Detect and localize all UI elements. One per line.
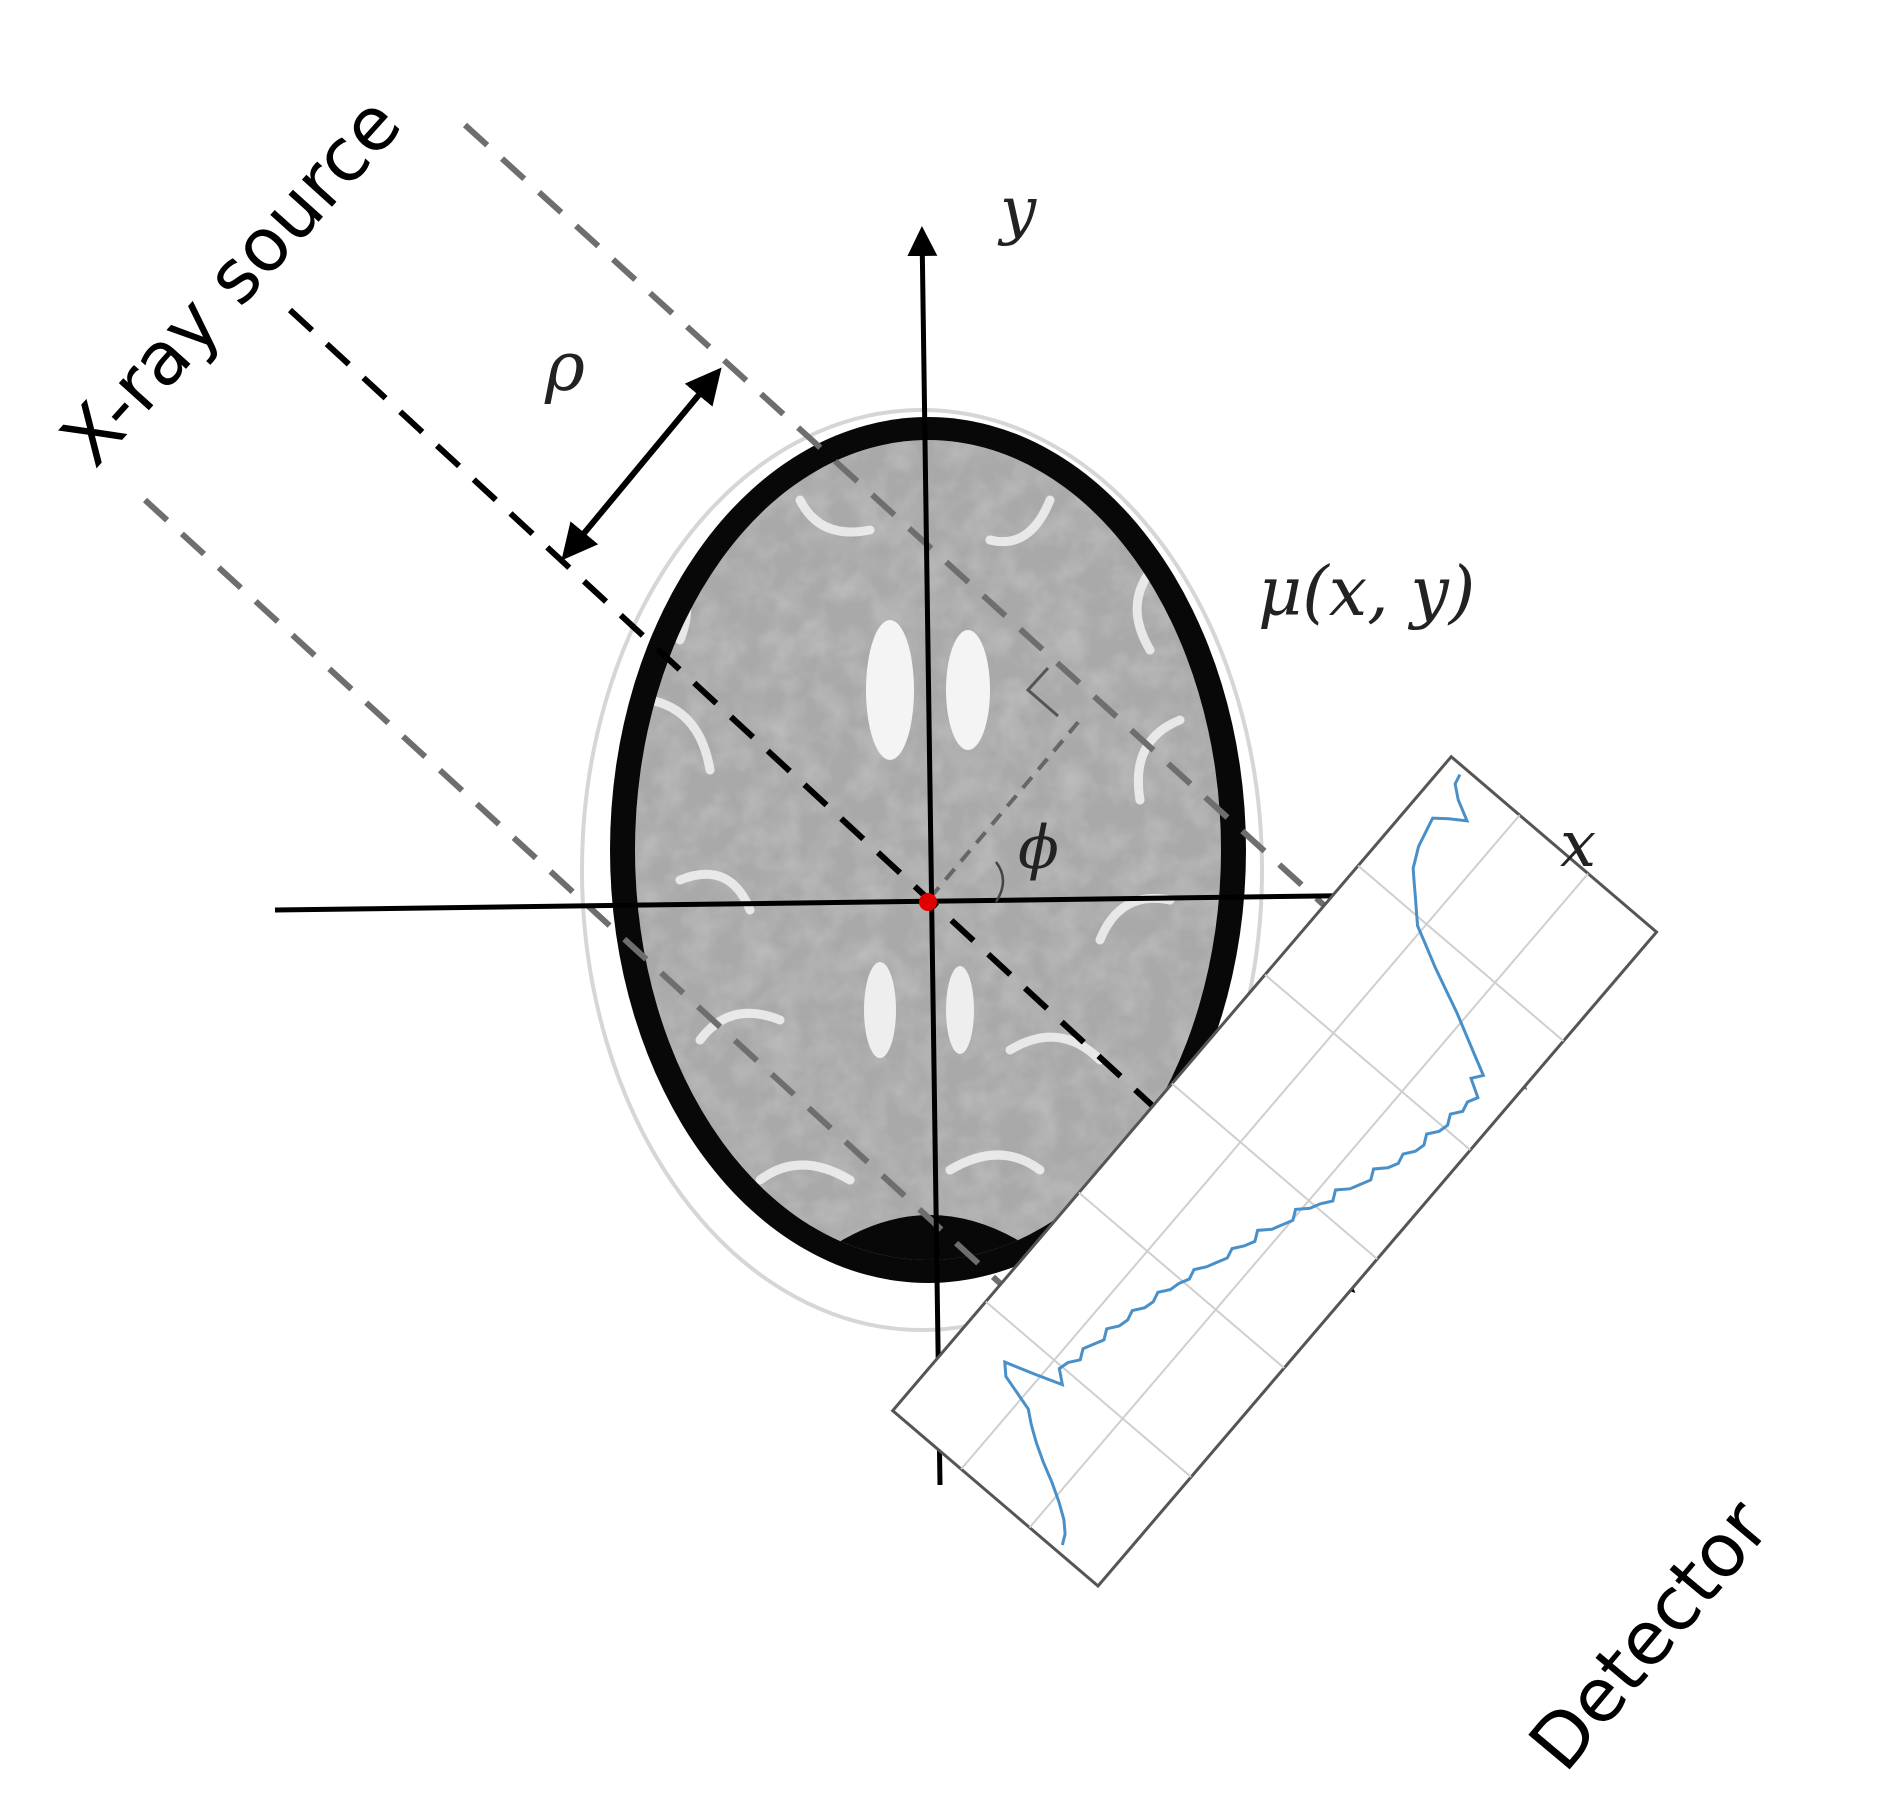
side-ray-upper [462,122,1528,1090]
rho-normal [928,718,1082,900]
detector-grid-hline [1028,872,1589,1529]
head-phantom [580,408,1264,1332]
scalp-outline [580,408,1264,1332]
detector-grid-vline [1264,973,1471,1151]
ventricle-posterior-left [864,962,896,1058]
detector-grid-vline [1357,864,1565,1042]
ventricle-right [946,630,990,750]
mu-function-label: μ(x, y) [1258,553,1475,632]
detector-profile-line [1003,773,1486,1546]
ventricle-posterior-right [946,966,974,1054]
y-axis-label: y [997,174,1037,248]
detector-label: Detector [1513,1484,1787,1787]
phi-label: ϕ [1018,813,1059,883]
phi-arc [994,861,1005,903]
mu-symbol: μ [1258,553,1302,632]
right-angle-mark [1025,666,1059,718]
ventricle-left [866,620,914,760]
x-ray-source-label: X-ray source [44,81,417,482]
detector-grid-hline [960,814,1521,1470]
detector-grid-vline [1078,1191,1285,1369]
mu-arguments: (x, y) [1302,553,1475,632]
detector-grid [960,814,1589,1529]
detector-grid-vline [1171,1082,1378,1260]
rho-label: ρ [544,328,585,407]
y-axis [907,226,943,1486]
detector-grid-vline [985,1300,1192,1478]
x-axis-label: x [1560,808,1596,882]
rho-arrow [561,367,722,561]
detector-plot [890,754,1659,1589]
origin-marker [919,893,937,911]
